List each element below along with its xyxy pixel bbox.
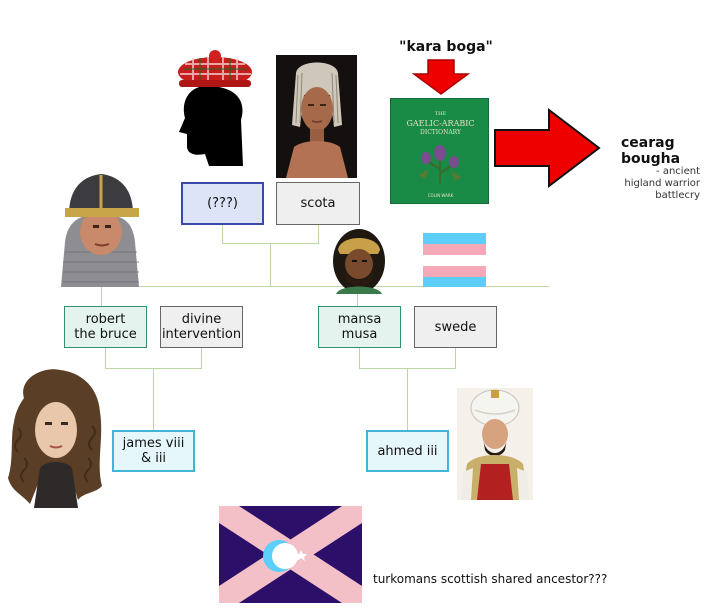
james-label-line: & iii — [140, 451, 167, 466]
robert-label-line: the bruce — [74, 327, 137, 342]
book-title-line: GAELIC-ARABIC — [406, 119, 475, 128]
connector-line — [455, 348, 456, 368]
caption: turkomans scottish shared ancestor??? — [373, 572, 608, 586]
robert-label-line: robert — [85, 312, 126, 327]
connector-line — [318, 225, 319, 243]
tartan-head-image — [178, 50, 252, 166]
ahmed-iii-box: ahmed iii — [366, 430, 449, 472]
mansa-musa-portrait — [333, 229, 385, 294]
connector-line — [359, 348, 360, 368]
combined-flag-image — [219, 506, 362, 603]
swede-label: swede — [434, 319, 477, 335]
connector-line — [222, 225, 223, 243]
divine-intervention-box: divine intervention — [160, 306, 243, 348]
book-title-line: THE — [434, 111, 447, 117]
connector-line — [105, 348, 106, 368]
robert-the-bruce-portrait — [61, 174, 139, 287]
ahmed-iii-portrait — [457, 388, 533, 500]
arrow-right-icon — [494, 108, 601, 188]
battlecry-note: - ancient — [656, 166, 700, 177]
unknown-ancestor-box: (???) — [181, 182, 264, 225]
connector-line — [201, 348, 202, 368]
battlecry-word: cearag — [621, 135, 675, 151]
mansa-label-line: musa — [341, 327, 378, 342]
gaelic-arabic-dictionary-book: THE GAELIC-ARABIC DICTIONARY COLIN WARK — [390, 98, 489, 204]
connector-line — [153, 368, 154, 430]
scota-portrait — [276, 55, 357, 178]
swede-box: swede — [414, 306, 497, 348]
scota-label: scota — [300, 196, 336, 211]
connector-line — [357, 286, 358, 306]
generation-line — [101, 286, 549, 287]
battlecry-note: battlecry — [655, 190, 700, 201]
thistle-icon — [419, 145, 461, 183]
divine-label-line: divine — [181, 312, 222, 327]
book-title-line: DICTIONARY — [420, 129, 461, 136]
mansa-musa-box: mansa musa — [318, 306, 401, 348]
connector-line — [101, 286, 102, 306]
flag-image — [423, 233, 486, 287]
james-viii-portrait — [8, 369, 102, 508]
james-label-line: james viii — [122, 436, 185, 451]
ahmed-label: ahmed iii — [377, 443, 438, 459]
mansa-label-line: mansa — [337, 312, 382, 327]
battlecry-word: bougha — [621, 151, 681, 167]
connector-line — [407, 368, 408, 430]
unknown-ancestor-label: (???) — [207, 196, 238, 211]
kara-boga-label: "kara boga" — [399, 39, 493, 55]
divine-label-line: intervention — [161, 327, 242, 342]
arrow-down-icon — [412, 59, 470, 95]
james-viii-box: james viii & iii — [112, 430, 195, 472]
scota-box: scota — [276, 182, 360, 225]
connector-line — [270, 243, 271, 286]
book-author: COLIN WARK — [427, 193, 454, 198]
battlecry-note: higland warrior — [624, 178, 700, 189]
robert-the-bruce-box: robert the bruce — [64, 306, 147, 348]
